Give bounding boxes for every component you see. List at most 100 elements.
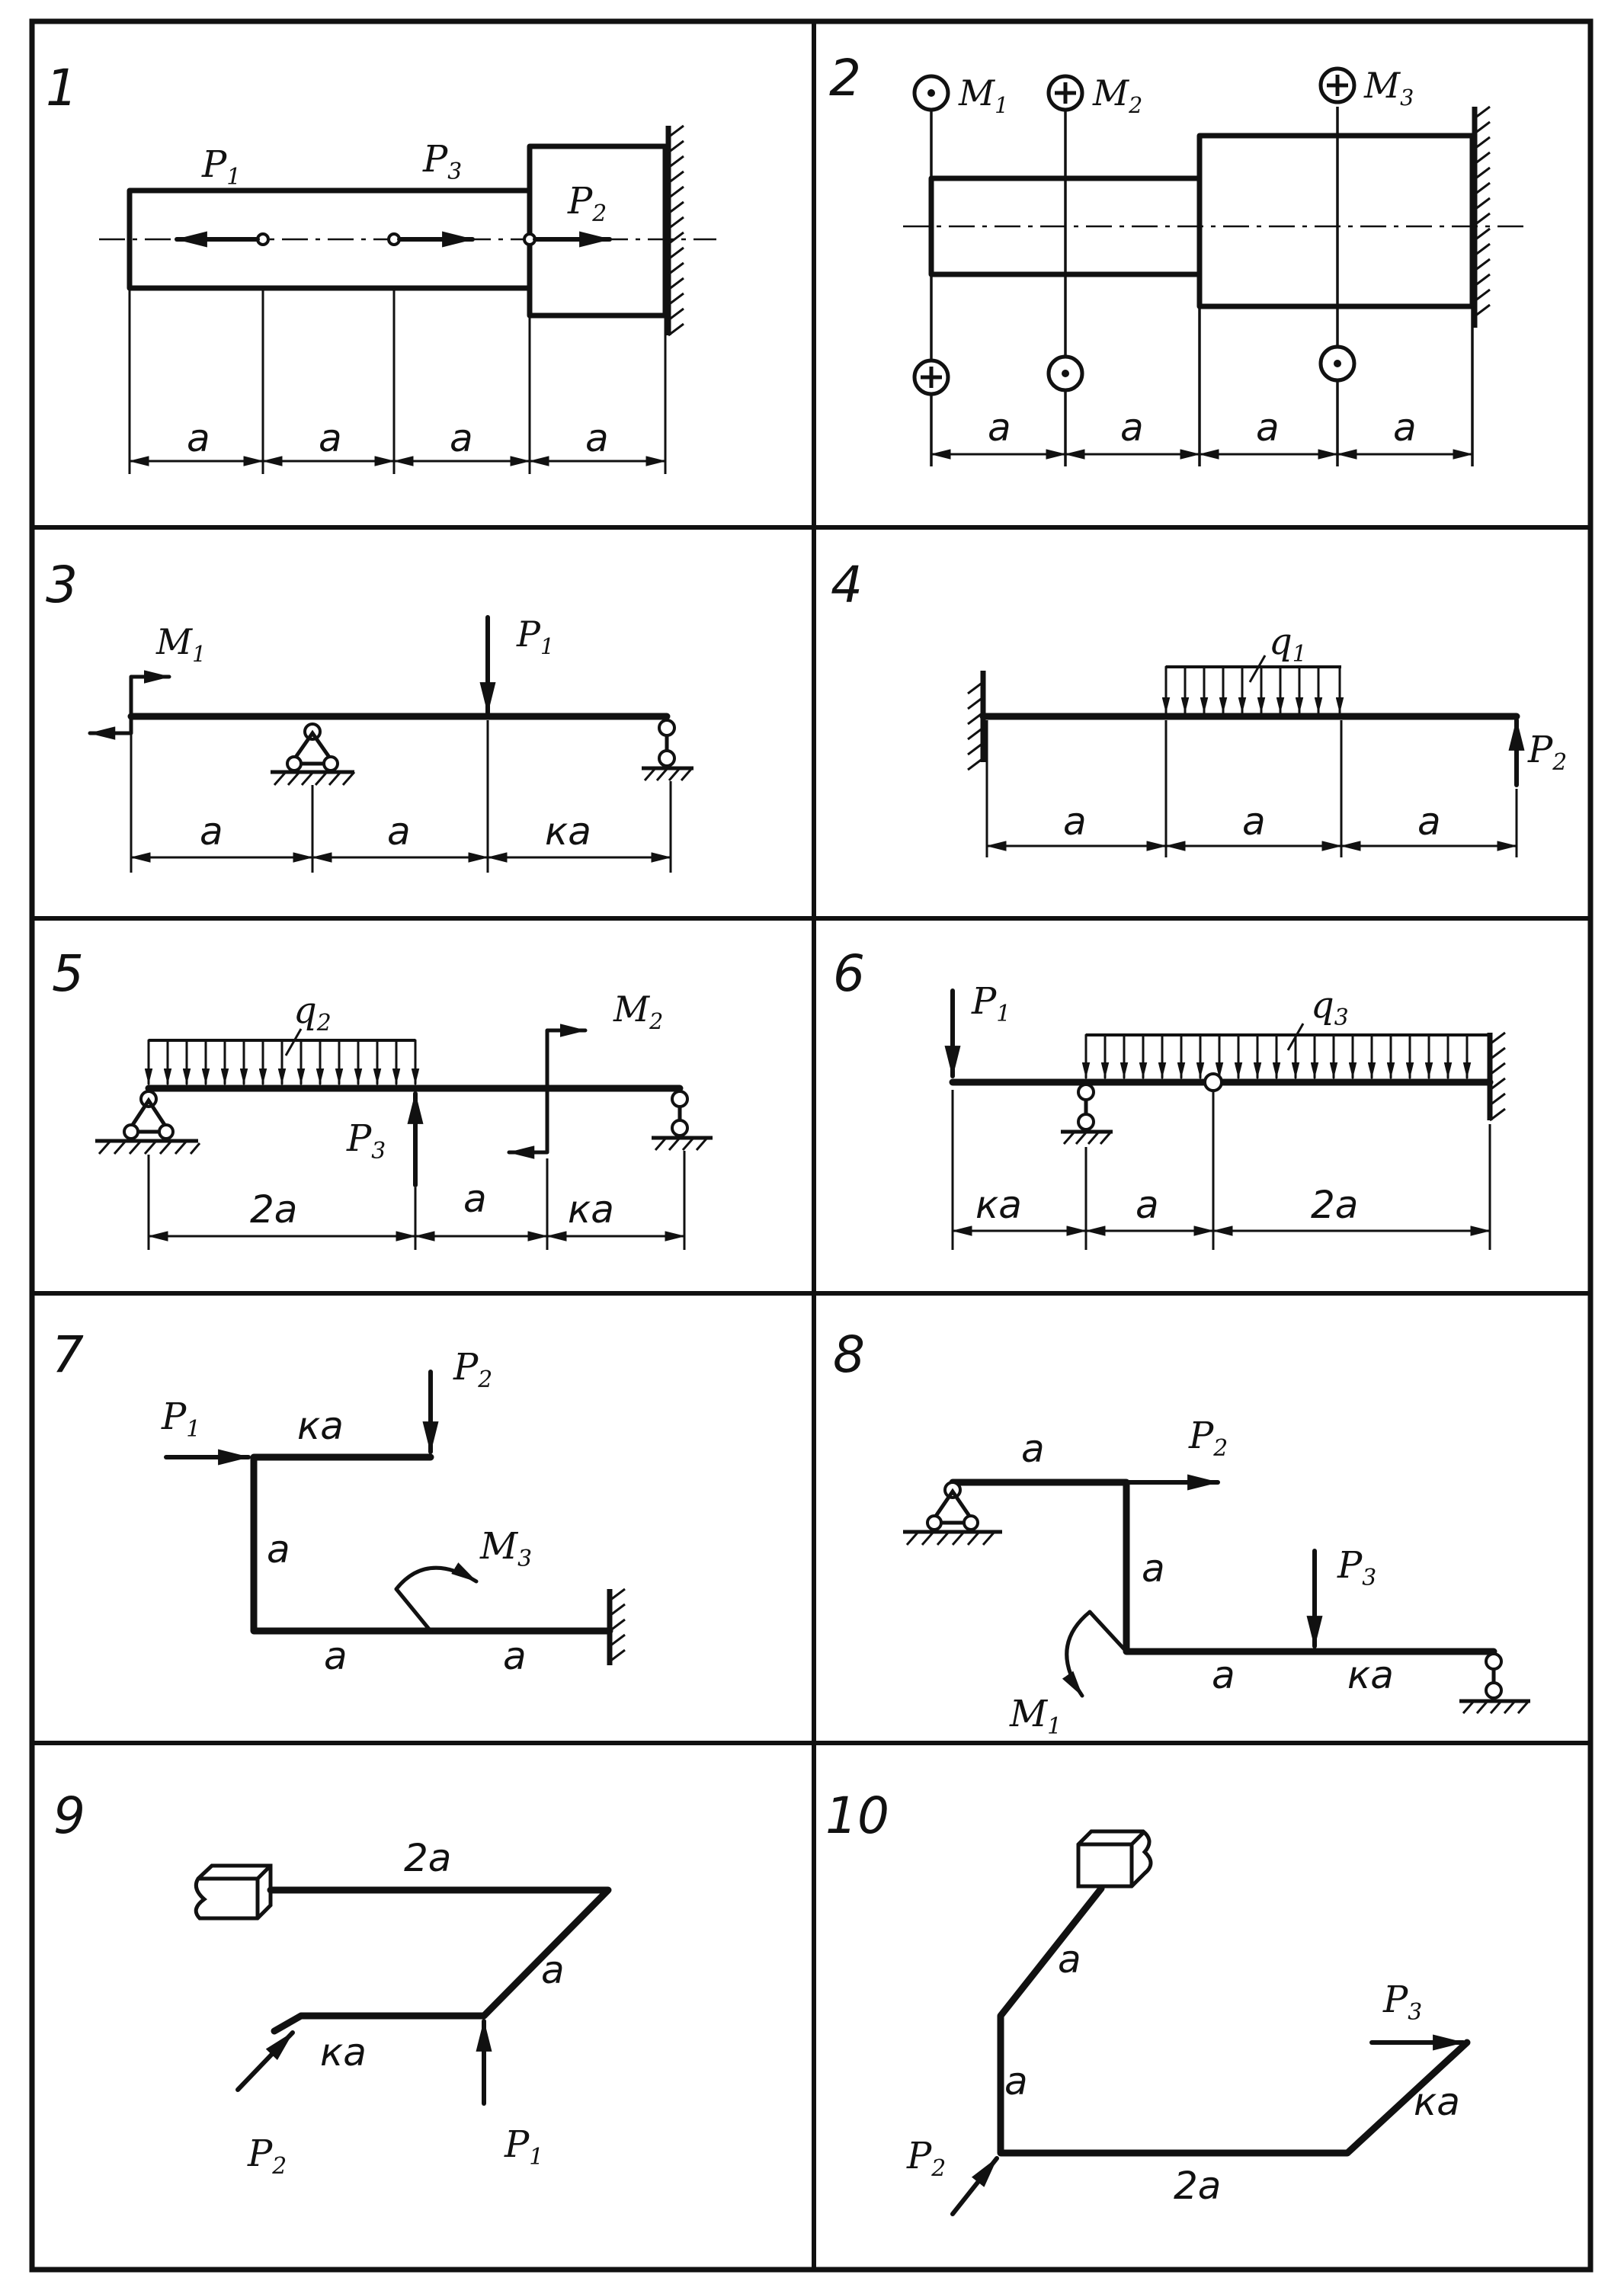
label-p1: P1 [971,980,1011,1027]
dim-label-a: a [1242,799,1266,844]
moment-symbol-plus [912,358,950,396]
torque-stations [930,107,1474,466]
panel-5: 5 q2 P3 M2 [52,944,713,1250]
moment-symbol-plus [1046,74,1084,112]
panel-number: 9 [53,1786,85,1845]
distributed-load-q2 [144,1028,420,1085]
wall-support [607,1588,626,1665]
dim-label-a: a [463,1177,487,1221]
panel-number: 10 [825,1786,889,1845]
dim-label-a: a [988,405,1011,450]
frame [267,1886,612,2035]
dim-label-a: a [1058,1937,1081,1982]
label-p3: P3 [1337,1544,1376,1591]
moment-symbol-plus [1318,66,1357,104]
panel-number: 2 [829,49,861,107]
label-m3: M3 [1363,65,1414,111]
dim-label-a: a [1256,405,1280,450]
wall-support [665,124,684,337]
pin-support [903,1481,1002,1546]
dim-label-a: a [1120,405,1144,450]
label-q1: q1 [1269,620,1307,668]
dim-label-ka: ка [545,809,591,854]
label-p1: P1 [161,1395,200,1443]
panel-10: 10 P3 P2 a a 2a ка [825,1786,1471,2216]
label-p2: P2 [906,2135,946,2182]
frame [250,1453,613,1635]
shaft-right-section [1196,133,1475,309]
hinge [1203,1072,1223,1092]
dim-label-a: a [1021,1427,1045,1471]
shaft-right-section [527,143,668,319]
dim-label-2a: 2a [250,1187,297,1232]
dim-label-a: a [1136,1183,1159,1227]
extension-lines [128,288,667,474]
panel-1: 1 P1 P3 P2 [46,59,716,474]
moment-m1-symbol [1062,1610,1129,1698]
label-q3: q3 [1311,984,1349,1031]
fixed-block [194,1863,273,1921]
dim-label-a: a [1142,1546,1165,1591]
panel-8: 8 P2 P3 M1 a a a ка [833,1325,1530,1740]
frame [949,1479,1497,1655]
pin-support [271,722,356,786]
grid [29,18,1594,2273]
label-p1: P1 [201,143,241,191]
moment-symbol-dot [912,74,950,112]
panel-6: 6 P1 [833,944,1506,1250]
moment-symbol-dot [1046,354,1084,392]
panel-number: 3 [46,556,78,614]
dim-label-a: a [187,416,210,460]
dim-label-ka: ка [568,1187,614,1232]
label-m2: M2 [613,988,663,1034]
label-p2: P2 [247,2132,287,2180]
panel-number: 6 [833,944,865,1003]
label-p1: P1 [516,614,554,659]
panel-7: 7 P1 P2 M3 ка a a a [52,1325,626,1678]
extension-lines [951,1090,1491,1250]
dim-label-ka: ка [1414,2080,1460,2124]
dim-label-a: a [1063,799,1087,844]
dim-label-a: a [503,1634,527,1678]
dim-label-a: a [267,1527,290,1572]
label-m2: M2 [1092,72,1142,118]
dim-label-ka: ка [1347,1653,1394,1697]
label-p3: P3 [1382,1978,1422,2026]
label-q2: q2 [293,989,332,1036]
label-m1: M1 [958,72,1008,118]
label-p2: P2 [453,1346,492,1393]
frame [997,1885,1471,2157]
label-m3: M3 [479,1525,532,1572]
label-p2: P2 [1188,1415,1228,1462]
fixed-block [1076,1829,1153,1889]
dim-label-a: a [585,416,609,460]
moment-symbol-dot [1318,344,1357,383]
dim-label-ka: ка [297,1404,344,1448]
moment-m2-symbol [507,1024,588,1159]
dim-label-2a: 2a [1311,1183,1358,1227]
wall-support [1472,105,1491,328]
dim-label-a: a [541,1948,565,1992]
dim-label-a: a [387,809,411,854]
panel-2: 2 [829,49,1528,466]
wall-support [967,671,986,771]
panel-9: 9 P1 P2 2a ка a [53,1786,612,2180]
panel-number: 5 [52,944,84,1003]
panel-number: 7 [52,1325,84,1384]
roller-support [1061,1083,1113,1145]
dim-label-2a: 2a [404,1836,451,1880]
panel-3: 3 M1 P1 [46,556,693,873]
force-arrow-p2 [950,2156,999,2216]
dim-label-a: a [1393,405,1417,450]
dim-label-a: a [1004,2059,1028,2103]
distributed-load-q3 [1081,1023,1490,1079]
dim-label-2a: 2a [1174,2164,1221,2208]
roller-support [642,719,693,781]
pin-support [95,1090,201,1155]
distributed-load-q1 [1161,655,1344,714]
roller-support [1459,1652,1530,1714]
moment-m1-symbol [88,670,171,740]
wall-support [1487,1031,1506,1122]
